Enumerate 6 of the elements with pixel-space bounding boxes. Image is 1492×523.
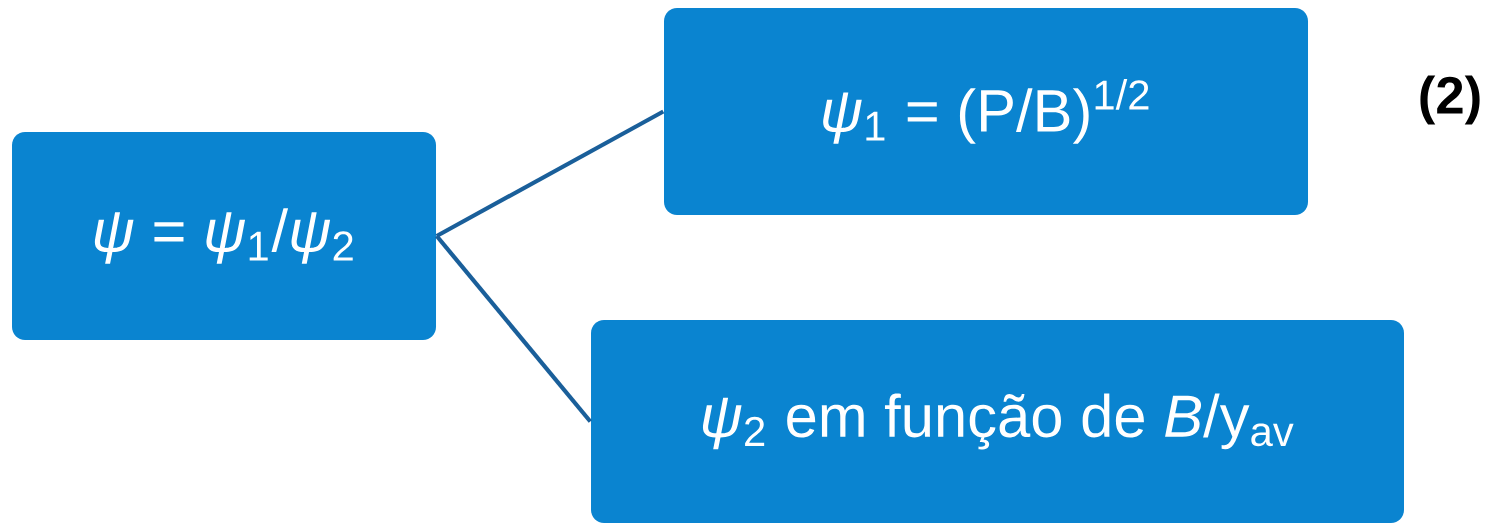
connector-line (435, 109, 665, 238)
formula-box: ψ$_{2}$ em função de B/y$_{av}$ (591, 320, 1404, 523)
equation-number: (2) (1420, 75, 1480, 125)
formula-box: ψ$_{1}$ = (P/B)$^{1/2}$ (664, 8, 1308, 215)
formula-box: ψ = ψ$_{1}$/ψ$_{2}$ (12, 132, 436, 340)
connector-line (435, 234, 592, 423)
